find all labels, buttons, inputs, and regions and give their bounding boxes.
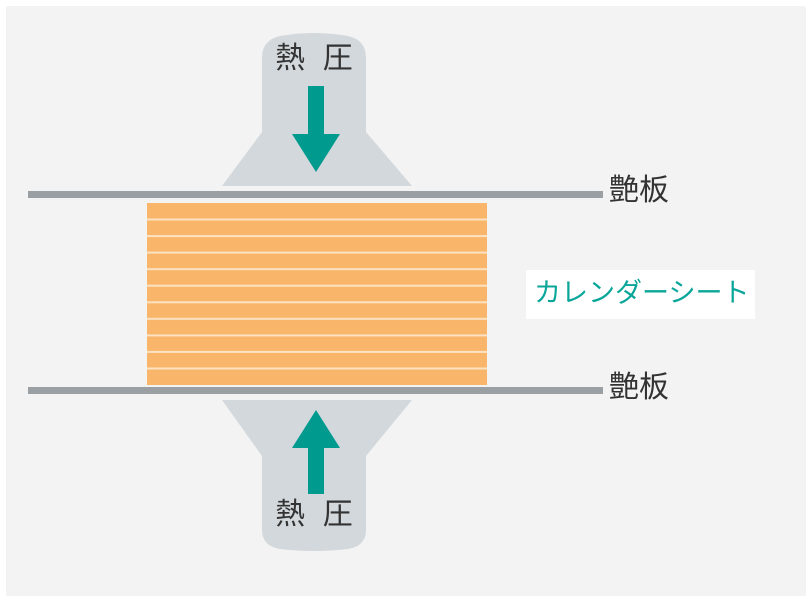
sheet-body [147, 203, 487, 385]
sheet-layer-line [147, 367, 487, 370]
sheet-layer-line [147, 268, 487, 271]
sheet-layer-line [147, 301, 487, 304]
bottom-plate-label: 艶板 [609, 370, 669, 405]
sheet-layer-line [147, 350, 487, 353]
bottom-press-arrow [292, 410, 340, 494]
calender-sheet-label: カレンダーシート [526, 270, 756, 319]
top-plate-label: 艶板 [609, 173, 669, 208]
top-plate [28, 191, 603, 198]
bottom-press-label: 熱 圧 [275, 497, 357, 532]
top-press-label: 熱 圧 [275, 41, 357, 76]
sheet-layer-lines [147, 218, 487, 370]
bottom-plate [28, 387, 603, 394]
top-press-arrow [292, 86, 340, 172]
top-press [222, 33, 412, 186]
top-press-head [262, 33, 366, 132]
sheet-layer-line [147, 284, 487, 287]
sheet-layer-line [147, 218, 487, 221]
sheet-layer-line [147, 251, 487, 254]
bottom-press-head [262, 456, 366, 551]
sheet-layer-line [147, 235, 487, 238]
sheet-layer-line [147, 317, 487, 320]
calender-sheet-stack [147, 203, 487, 385]
sheet-layer-line [147, 334, 487, 337]
